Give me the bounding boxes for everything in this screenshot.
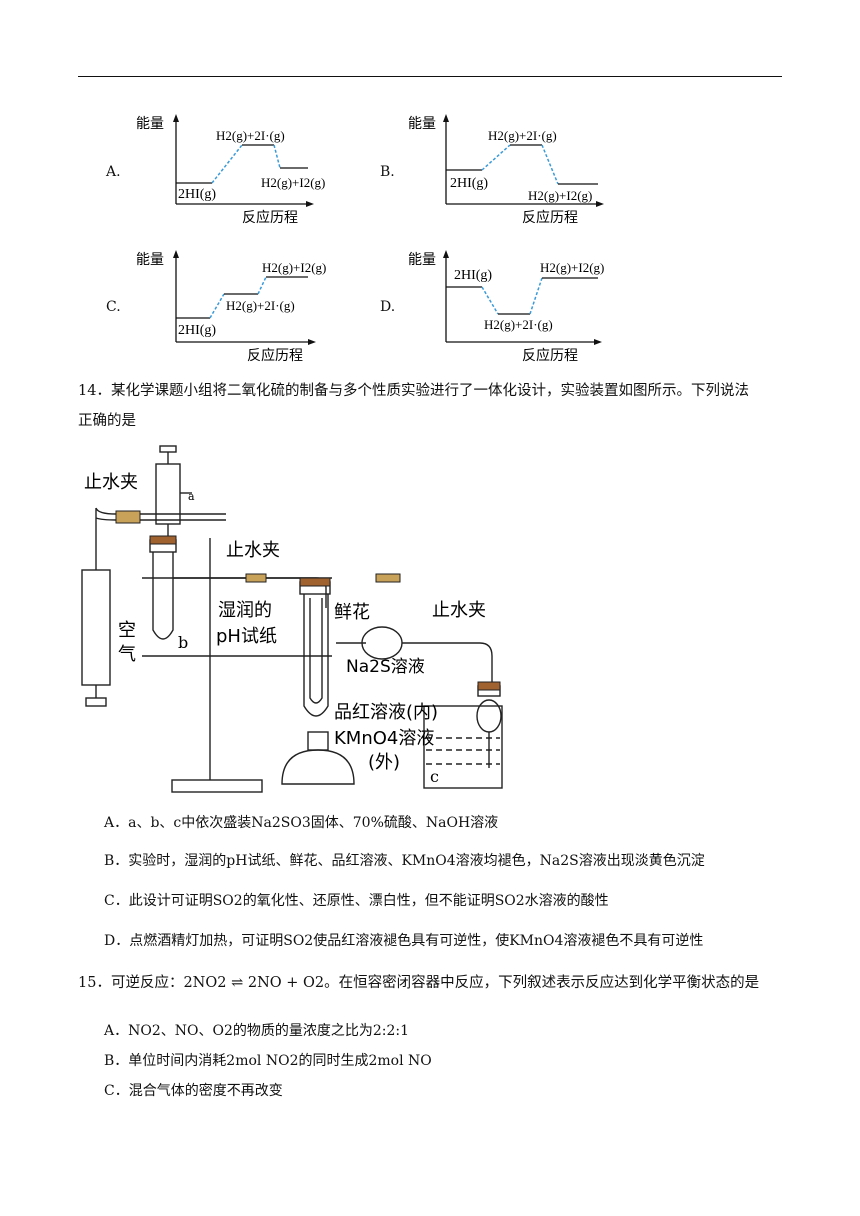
- clamp3-label: 止水夹: [432, 600, 486, 621]
- end-label: H2(g)+I2(g): [528, 188, 592, 203]
- axis-y-label: 能量: [136, 116, 164, 132]
- option-text: a、b、c中依次盛装Na2SO3固体、70%硫酸、NaOH溶液: [128, 815, 499, 831]
- axis-y-label: 能量: [408, 116, 436, 132]
- option-letter: C．: [104, 1083, 129, 1099]
- end-label: H2(g)+I2(g): [540, 260, 604, 275]
- mid-label: H2(g)+2I·(g): [484, 317, 553, 332]
- axis-y-label: 能量: [136, 252, 164, 268]
- kmno4-label: KMnO4溶液: [334, 728, 434, 749]
- apparatus-diagram: 止水夹 a 空 气 b 止水夹 湿润的 pH试纸 鲜花 Na2S溶液 止水夹 品…: [81, 445, 503, 793]
- mid-label: H2(g)+2I·(g): [488, 128, 557, 143]
- flower-label: 鲜花: [334, 602, 370, 623]
- option-letter: B．: [104, 1053, 129, 1069]
- option-text: 此设计可证明SO2的氧化性、还原性、漂白性，但不能证明SO2水溶液的酸性: [128, 893, 609, 909]
- option-letter: A．: [104, 815, 129, 831]
- header-rule: [78, 76, 782, 77]
- q14-option-c[interactable]: C．此设计可证明SO2的氧化性、还原性、漂白性，但不能证明SO2水溶液的酸性: [104, 890, 609, 910]
- c-label: c: [430, 767, 439, 786]
- axis-y-label: 能量: [408, 252, 436, 268]
- q15-option-a[interactable]: A．NO2、NO、O2的物质的量浓度之比为2:2:1: [104, 1020, 409, 1040]
- q14-number: 14．: [78, 383, 111, 399]
- option-b-letter[interactable]: B.: [380, 164, 395, 180]
- start-label: 2HI(g): [178, 323, 216, 338]
- option-d-letter[interactable]: D.: [380, 299, 396, 315]
- outer-label: (外): [368, 752, 400, 773]
- q14-stem-line1: 某化学课题小组将二氧化硫的制备与多个性质实验进行了一体化设计，实验装置如图所示。…: [110, 383, 749, 399]
- clamp1-label: 止水夹: [84, 472, 138, 493]
- na2s-label: Na2S溶液: [346, 657, 425, 677]
- q14-stem-line2: 正确的是: [78, 413, 136, 429]
- start-label: 2HI(g): [450, 176, 488, 191]
- energy-diagram-d: 能量 2HI(g) H2(g)+2I·(g) H2(g)+I2(g) 反应历程: [408, 250, 604, 364]
- energy-diagram-a: 能量 2HI(g) H2(g)+2I·(g) H2(g)+I2(g) 反应历程: [136, 114, 325, 226]
- end-label: H2(g)+I2(g): [261, 175, 325, 190]
- option-letter: C．: [104, 893, 129, 909]
- q14-option-a[interactable]: A．a、b、c中依次盛装Na2SO3固体、70%硫酸、NaOH溶液: [104, 812, 498, 832]
- q15-option-c[interactable]: C．混合气体的密度不再改变: [104, 1080, 283, 1100]
- air-label-1: 空: [118, 620, 136, 641]
- axis-x-label: 反应历程: [247, 347, 303, 364]
- q14-option-d[interactable]: D．点燃酒精灯加热，可证明SO2使品红溶液褪色具有可逆性，使KMnO4溶液褪色不…: [104, 930, 703, 950]
- option-text: 混合气体的密度不再改变: [128, 1083, 283, 1099]
- start-label: 2HI(g): [454, 268, 492, 283]
- axis-x-label: 反应历程: [522, 209, 578, 226]
- wet-ph-label-2: pH试纸: [216, 626, 277, 647]
- pinhong-label: 品红溶液(内): [334, 702, 438, 723]
- option-a-letter[interactable]: A.: [106, 164, 121, 180]
- mid-label: H2(g)+2I·(g): [226, 298, 295, 313]
- q15-option-b[interactable]: B．单位时间内消耗2mol NO2的同时生成2mol NO: [104, 1050, 432, 1070]
- wet-ph-label-1: 湿润的: [218, 600, 272, 621]
- air-label-2: 气: [118, 644, 136, 665]
- end-label: H2(g)+I2(g): [262, 260, 326, 275]
- q15-reaction: 2NO2 ⇌ 2NO + O2: [183, 975, 325, 991]
- option-text: 点燃酒精灯加热，可证明SO2使品红溶液褪色具有可逆性，使KMnO4溶液褪色不具有…: [129, 933, 704, 949]
- energy-diagram-c: 能量 2HI(g) H2(g)+2I·(g) H2(g)+I2(g) 反应历程: [136, 250, 326, 364]
- start-label: 2HI(g): [178, 187, 216, 202]
- option-letter: D．: [104, 933, 130, 949]
- mid-label: H2(g)+2I·(g): [216, 128, 285, 143]
- option-letter: A．: [104, 1023, 129, 1039]
- q15-stem-prefix: 可逆反应：: [110, 975, 184, 991]
- syringe-a-label: a: [188, 490, 195, 503]
- b-label: b: [178, 633, 188, 652]
- option-text: NO2、NO、O2的物质的量浓度之比为2:2:1: [128, 1023, 410, 1039]
- q15-number: 15．: [78, 975, 111, 991]
- energy-diagram-b: 能量 2HI(g) H2(g)+2I·(g) H2(g)+I2(g) 反应历程: [408, 114, 604, 226]
- q15-stem-suffix: 。在恒容密闭容器中反应，下列叙述表示反应达到化学平衡状态的是: [324, 975, 760, 991]
- q14-stem: 14．某化学课题小组将二氧化硫的制备与多个性质实验进行了一体化设计，实验装置如图…: [78, 376, 788, 436]
- axis-x-label: 反应历程: [242, 209, 298, 226]
- option-text: 单位时间内消耗2mol NO2的同时生成2mol NO: [128, 1053, 432, 1069]
- option-letter: B．: [104, 853, 129, 869]
- clamp2-label: 止水夹: [226, 540, 280, 561]
- option-c-letter[interactable]: C.: [106, 299, 121, 315]
- q14-option-b[interactable]: B．实验时，湿润的pH试纸、鲜花、品红溶液、KMnO4溶液均褪色，Na2S溶液出…: [104, 850, 705, 870]
- option-text: 实验时，湿润的pH试纸、鲜花、品红溶液、KMnO4溶液均褪色，Na2S溶液出现淡…: [128, 853, 705, 869]
- q15-stem: 15．可逆反应：2NO2 ⇌ 2NO + O2。在恒容密闭容器中反应，下列叙述表…: [78, 968, 788, 998]
- axis-x-label: 反应历程: [522, 347, 578, 364]
